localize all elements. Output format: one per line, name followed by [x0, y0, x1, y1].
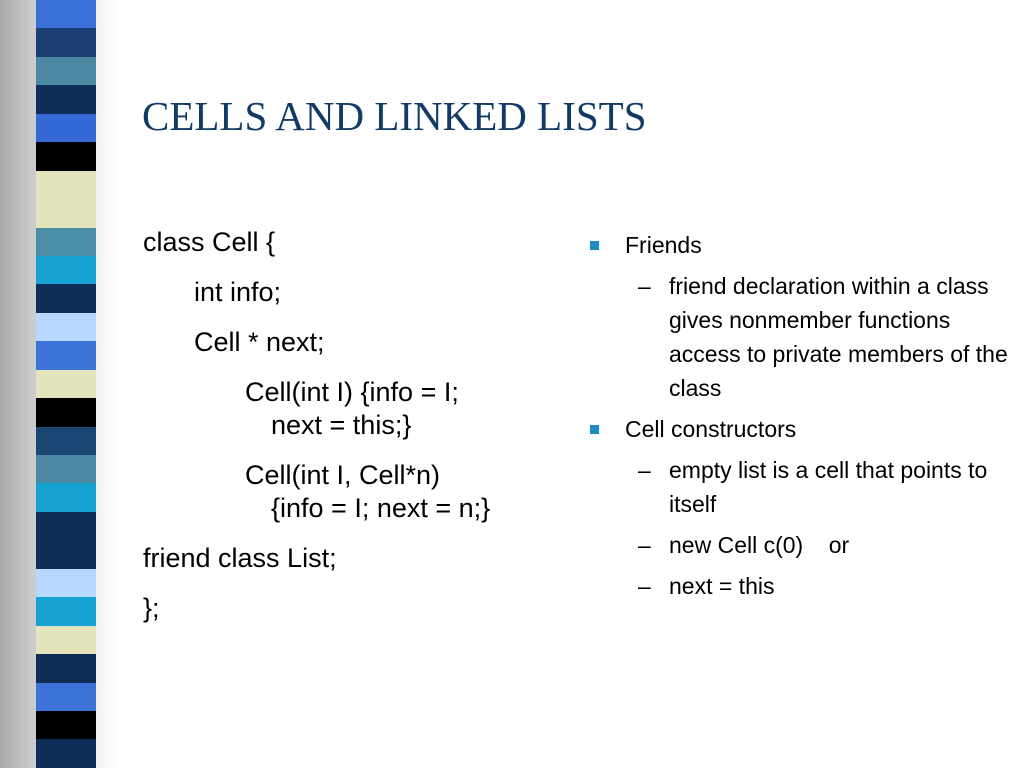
code-line: Cell(int I) {info = I;	[245, 377, 459, 407]
stripe-segment	[36, 455, 96, 484]
stripe-segment	[36, 568, 96, 598]
stripe-segment	[36, 284, 96, 313]
dash-bullet-icon: –	[638, 532, 651, 558]
sub-bullet-item: – next = this	[588, 569, 1008, 603]
stripe-segment	[36, 255, 96, 285]
bullet-item-friends: Friends	[588, 228, 1008, 262]
dash-bullet-icon: –	[638, 457, 651, 483]
code-block: class Cell { int info; Cell * next; Cell…	[143, 226, 563, 642]
code-line-continuation: {info = I; next = n;}	[271, 493, 491, 523]
dash-bullet-icon: –	[638, 273, 651, 299]
code-line: friend class List;	[143, 543, 337, 573]
code-line: Cell * next;	[194, 327, 325, 357]
stripe-segment	[36, 312, 96, 342]
stripe-segment	[36, 625, 96, 655]
stripe-segment	[36, 511, 96, 541]
stripe-segment	[36, 739, 96, 768]
code-line: Cell(int I, Cell*n)	[245, 460, 441, 490]
stripe-segment	[36, 398, 96, 427]
code-line: class Cell {	[143, 227, 276, 257]
stripe-segment	[36, 654, 96, 683]
square-bullet-icon	[590, 241, 599, 250]
stripe-segment	[36, 426, 96, 455]
stripe-segment	[36, 369, 96, 399]
bullet-item-cell-constructors: Cell constructors	[588, 412, 1008, 446]
bullet-label: Friends	[625, 232, 702, 258]
stripe-segment	[36, 142, 96, 171]
notes-list: Friends – friend declaration within a cl…	[588, 228, 1008, 610]
stripe-segment	[36, 0, 96, 29]
dash-bullet-icon: –	[638, 573, 651, 599]
stripe-segment	[36, 483, 96, 512]
code-line-continuation: next = this;}	[271, 410, 412, 440]
sub-bullet-text: next = this	[669, 573, 775, 599]
stripe-segment	[36, 597, 96, 626]
stripe-segment	[36, 170, 96, 200]
bullet-label: Cell constructors	[625, 416, 797, 442]
sub-bullet-item: – friend declaration within a class give…	[588, 269, 1008, 405]
stripe-segment	[36, 85, 96, 114]
sub-bullet-item: – empty list is a cell that points to it…	[588, 453, 1008, 521]
code-line-group: Cell(int I, Cell*n) {info = I; next = n;…	[143, 459, 563, 525]
stripe-segment	[36, 56, 96, 86]
sub-bullet-text: friend declaration within a class gives …	[669, 273, 1008, 401]
stripe-segment	[36, 28, 96, 57]
stripe-segment	[36, 682, 96, 711]
sub-bullet-item: – new Cell c(0) or	[588, 528, 1008, 562]
decorative-stripe	[36, 0, 96, 768]
slide-title: CELLS AND LINKED LISTS	[142, 93, 647, 139]
stripe-segment	[36, 540, 96, 569]
code-line: int info;	[194, 277, 282, 307]
stripe-segment	[36, 199, 96, 228]
stripe-segment	[36, 113, 96, 143]
code-line-group: Cell(int I) {info = I; next = this;}	[143, 376, 563, 442]
stripe-segment	[36, 341, 96, 370]
sub-bullet-text: new Cell c(0) or	[669, 532, 850, 558]
stripe-segment	[36, 227, 96, 256]
code-line: };	[143, 593, 160, 623]
square-bullet-icon	[590, 425, 599, 434]
sub-bullet-text: empty list is a cell that points to itse…	[669, 457, 988, 517]
stripe-segment	[36, 710, 96, 740]
